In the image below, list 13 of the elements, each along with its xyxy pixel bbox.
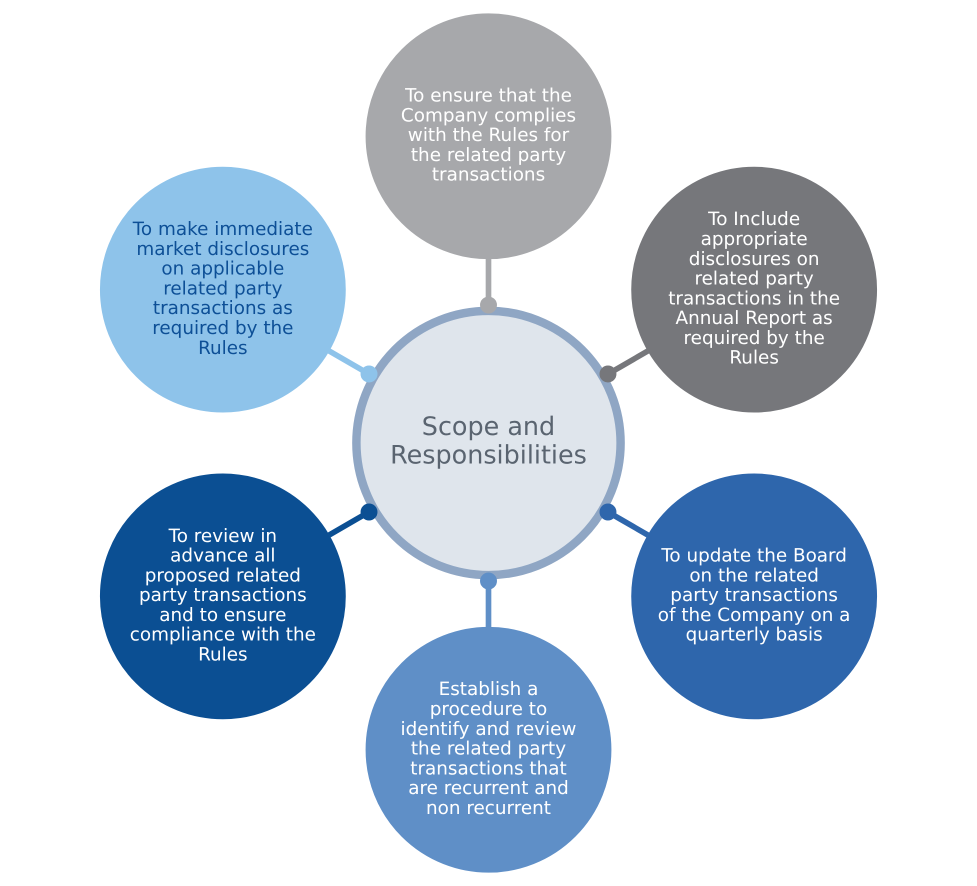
connector [328,348,378,382]
node-circle: Scope and Responsibilities [352,306,625,580]
connector [600,504,650,538]
connector [480,572,497,628]
connector [600,348,650,382]
node-circle: Establish a procedure to identify and review the related party transactions that are recurrent and non recurrent [366,626,612,873]
connector [328,504,378,538]
node-circle: To review in advance all proposed related party transactions and to ensure compliance with the Rules [100,473,346,720]
node-circle: To make immediate market disclosures on applicable related party transactions as required by the Rules [100,166,346,413]
node-circle: To update the Board on the related party transactions of the Company on a quarterly basis [631,473,878,720]
connector [480,258,497,314]
node-circle: To ensure that the Company complies with the Rules for the related party transactions [366,13,612,260]
node-circle: To Include appropriate disclosures on related party transactions in the Annual Report as required by the Rules [631,166,878,413]
